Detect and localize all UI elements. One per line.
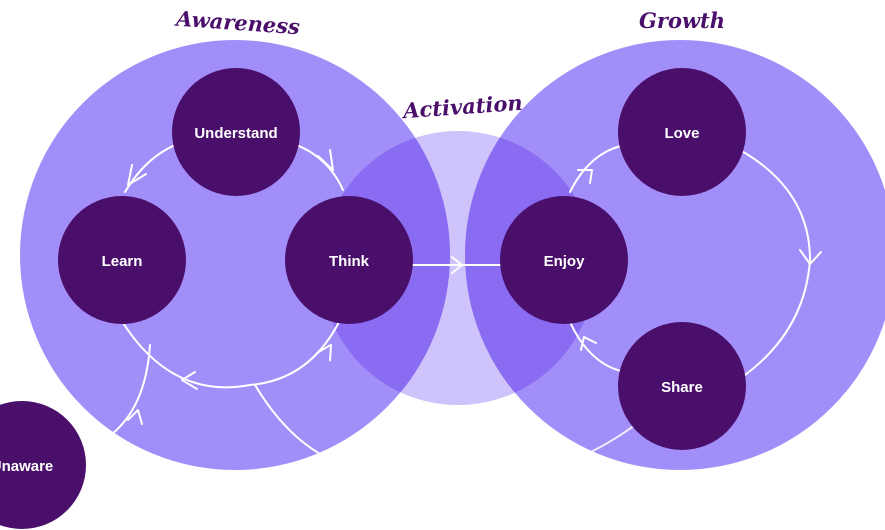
- stage-label-share: Share: [661, 379, 703, 396]
- stage-node-love: Love: [618, 68, 746, 196]
- stage-label-think: Think: [329, 253, 370, 270]
- stage-label-learn: Learn: [102, 253, 143, 270]
- stage-node-think: Think: [285, 196, 413, 324]
- growth-circle: [465, 40, 885, 470]
- stage-node-understand: Understand: [172, 68, 300, 196]
- stage-label-enjoy: Enjoy: [544, 253, 585, 270]
- stage-node-enjoy: Enjoy: [500, 196, 628, 324]
- growth-activation-overlap: [465, 131, 595, 405]
- stage-node-learn: Learn: [58, 196, 186, 324]
- awareness-circle: [20, 40, 450, 470]
- think-to-enjoy-arrow: [409, 256, 506, 274]
- stage-node-share: Share: [618, 322, 746, 450]
- section-title-awareness: Awareness: [173, 6, 300, 40]
- stage-label-love: Love: [664, 125, 699, 142]
- stage-node-unaware: Unaware: [0, 401, 86, 529]
- stage-label-unaware: Unaware: [0, 458, 53, 475]
- stage-label-understand: Understand: [194, 125, 277, 142]
- awareness-activation-overlap: [321, 131, 450, 405]
- section-title-activation: Activation: [400, 90, 523, 123]
- unaware-flows: [94, 344, 636, 498]
- growth-loop: [569, 144, 822, 376]
- section-title-growth: Growth: [639, 8, 725, 33]
